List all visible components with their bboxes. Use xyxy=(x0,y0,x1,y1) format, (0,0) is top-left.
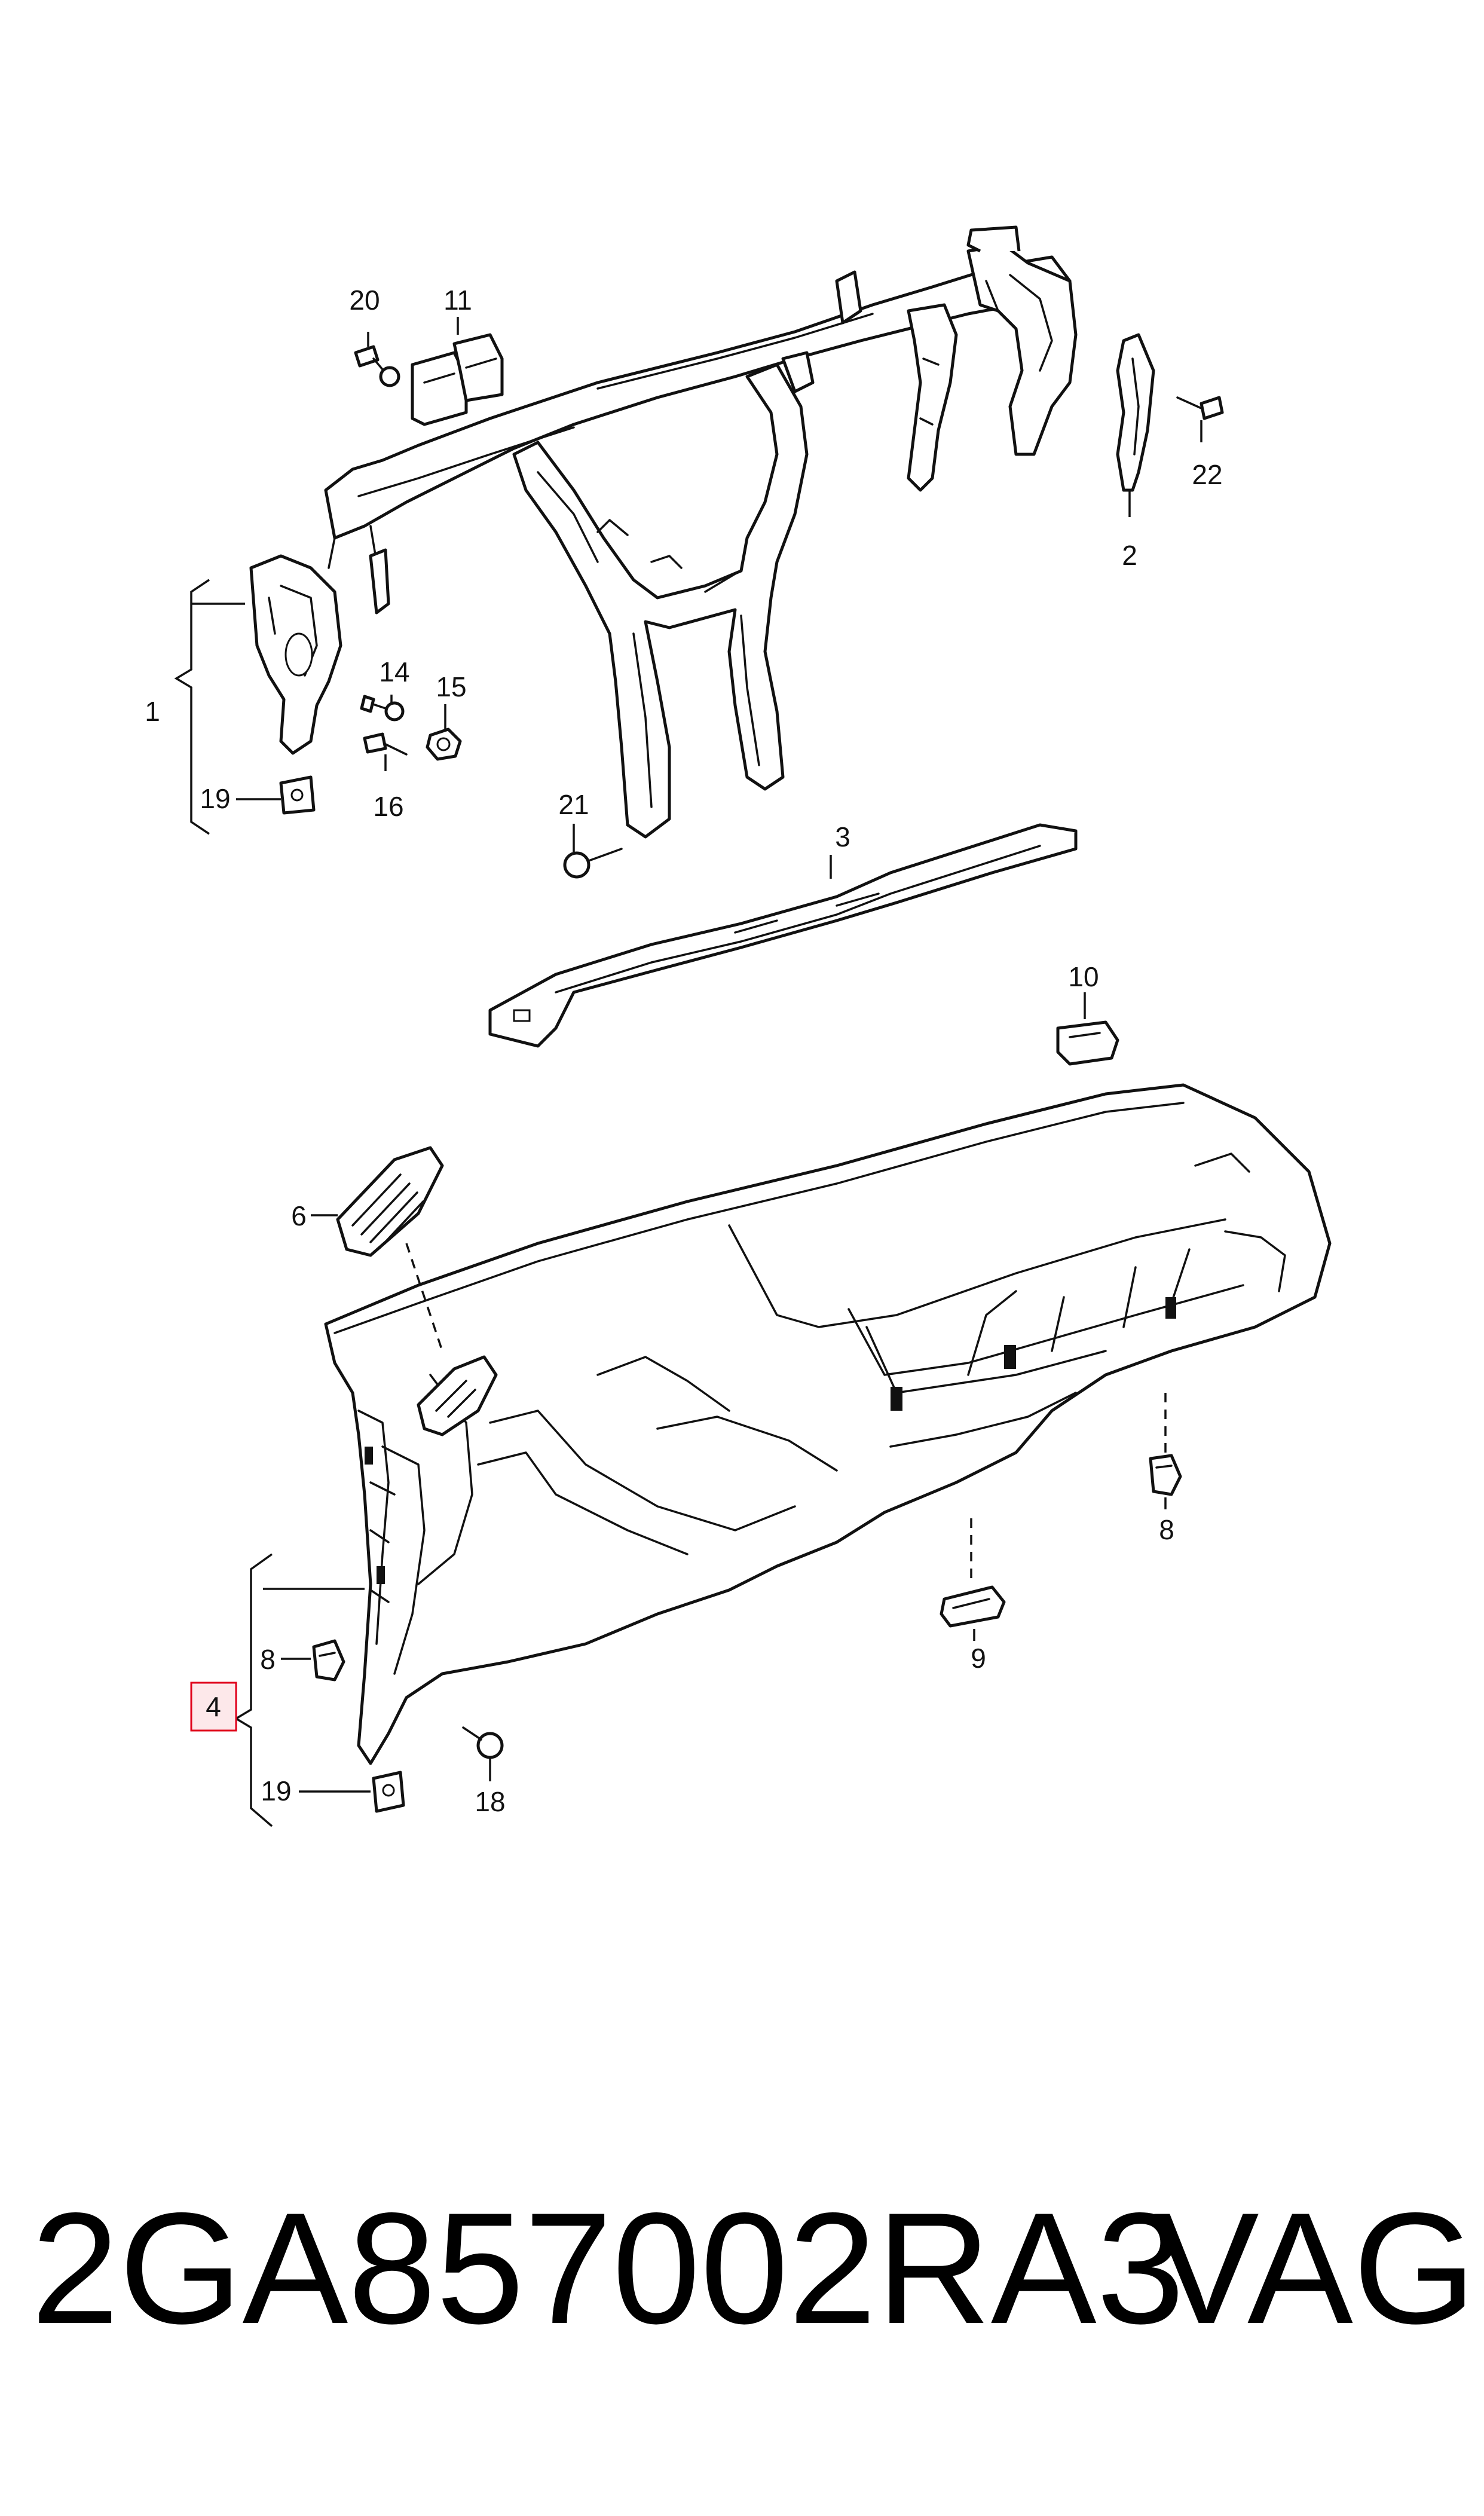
callout-21: 21 xyxy=(558,789,589,820)
callout-1: 1 xyxy=(145,696,160,727)
callout-14: 14 xyxy=(379,656,409,687)
nut-part-15 xyxy=(426,727,462,761)
clip-part-8-left xyxy=(281,1639,345,1682)
group-bracket-1 xyxy=(174,579,245,835)
callout-19-lower: 19 xyxy=(261,1775,291,1806)
bracket-part-11 xyxy=(411,333,504,426)
nut-part-19-upper xyxy=(236,775,316,815)
brand-label: VAG xyxy=(1153,2180,1476,2357)
callout-4: 4 xyxy=(206,1691,221,1722)
cross-car-beam xyxy=(249,225,1078,839)
callout-16: 16 xyxy=(373,791,403,822)
screw-part-18 xyxy=(462,1726,504,1759)
screw-part-20 xyxy=(354,345,400,387)
screw-part-22 xyxy=(1176,396,1224,420)
air-vent-part-6 xyxy=(311,1146,444,1352)
highlight-box xyxy=(190,1682,237,1732)
callout-10: 10 xyxy=(1068,961,1099,992)
callout-19-upper: 19 xyxy=(200,783,230,814)
footer: 2GA857002RA3 VAG xyxy=(0,2170,1484,2367)
callout-18: 18 xyxy=(475,1786,505,1817)
callout-6: 6 xyxy=(291,1200,307,1231)
screw-part-14 xyxy=(360,695,405,722)
group-bracket-4 xyxy=(234,1553,365,1827)
clip-part-8-right xyxy=(1149,1393,1182,1496)
part-number: 2GA857002RA3 xyxy=(31,2180,1185,2357)
screw-part-16 xyxy=(363,732,408,756)
nut-part-19-lower xyxy=(299,1771,405,1813)
callout-2: 2 xyxy=(1122,540,1137,571)
callout-22: 22 xyxy=(1192,459,1222,490)
callout-8-right: 8 xyxy=(1159,1514,1174,1545)
clip-part-9 xyxy=(940,1518,1006,1628)
callout-3: 3 xyxy=(835,821,850,852)
callout-15: 15 xyxy=(436,671,466,702)
callout-9: 9 xyxy=(971,1643,986,1674)
callout-8-left: 8 xyxy=(260,1644,276,1675)
screw-part-21 xyxy=(563,848,623,879)
dashboard-part-4 xyxy=(324,1083,1332,1765)
side-bracket-part-2 xyxy=(1116,333,1155,517)
callout-20: 20 xyxy=(349,285,380,316)
bracket-part-10 xyxy=(1056,992,1119,1066)
panel-strip-part-3 xyxy=(488,823,1078,1048)
callout-11: 11 xyxy=(443,285,472,316)
